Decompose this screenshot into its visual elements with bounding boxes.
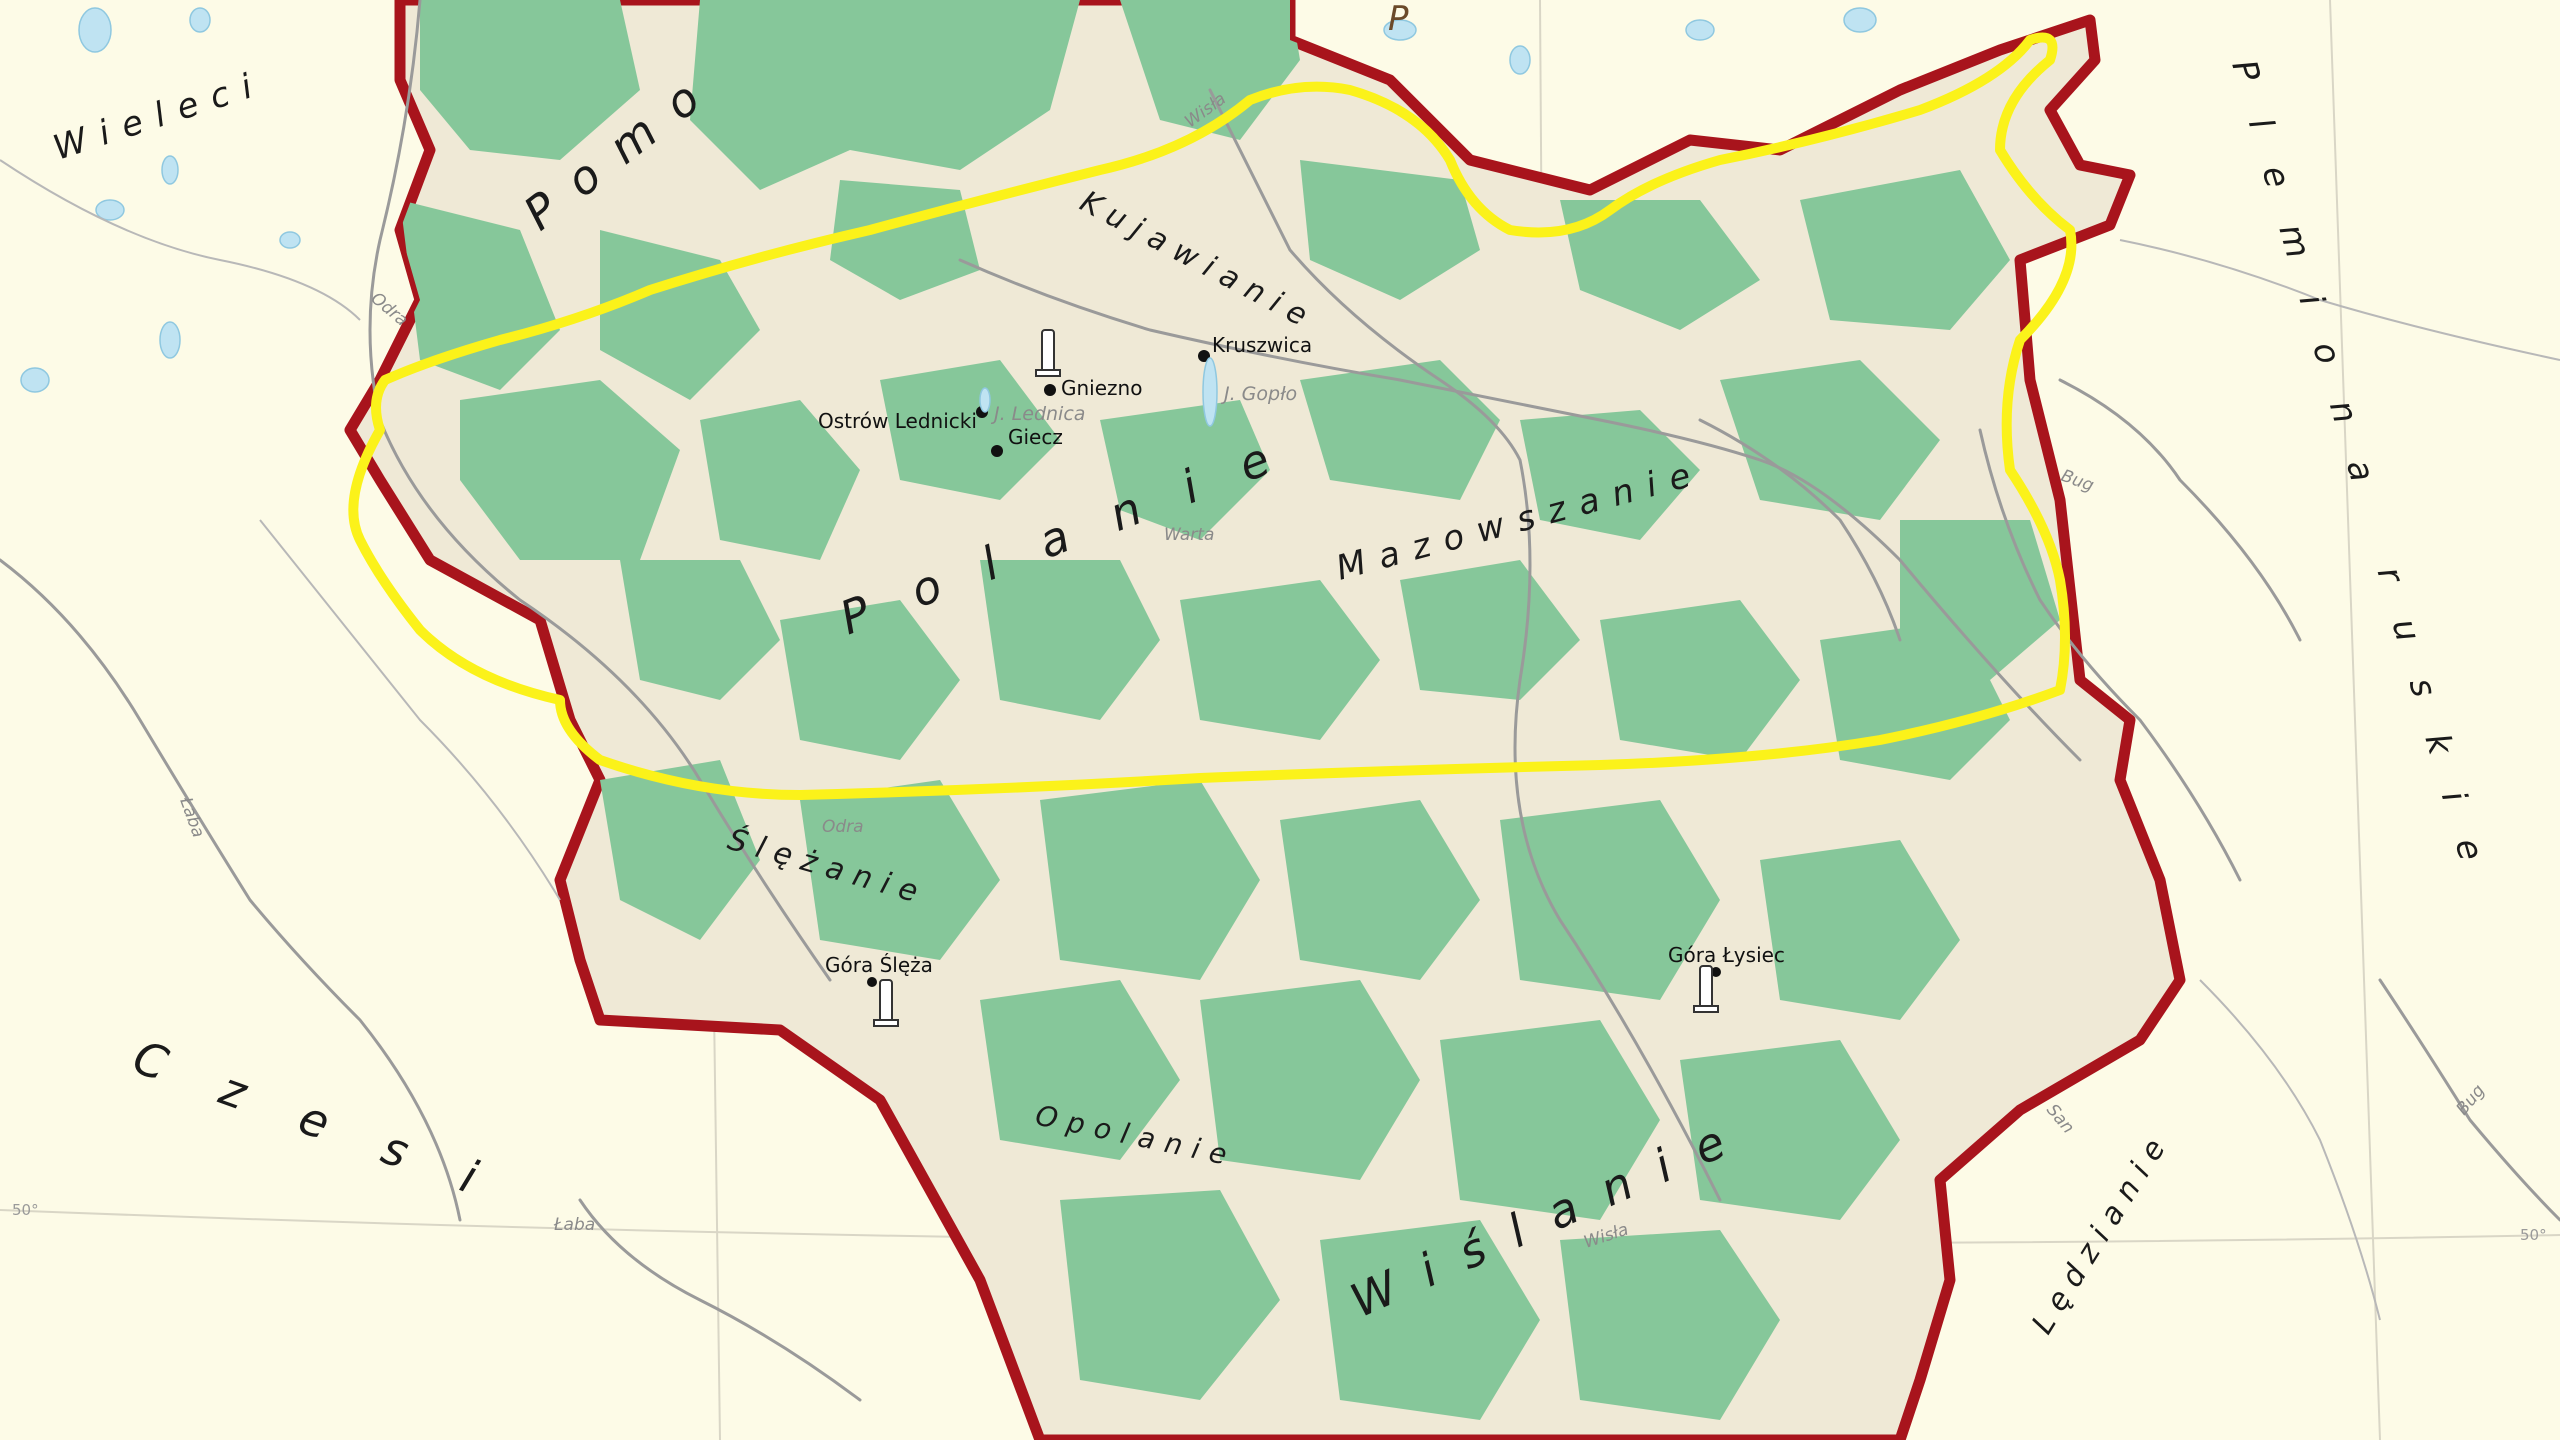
place-label-ostrow-lednicki: Ostrów Lednicki (818, 409, 977, 433)
region-borders (0, 159, 2560, 1321)
place-label-gora-lysiec: Góra Łysiec (1668, 943, 1785, 967)
river-label-warta: Warta (1164, 525, 1214, 545)
marker-gora-lysiec (1711, 967, 1721, 977)
idol-icon (1035, 329, 1061, 377)
place-label-gora-sleza: Góra Ślęża (825, 953, 933, 977)
idol-icon (873, 979, 899, 1027)
river-label-odra: Odra (822, 817, 864, 837)
lake-label-goplo: J. Gopło (1220, 383, 1297, 405)
place-label-gniezno: Gniezno (1061, 376, 1142, 400)
place-label-giecz: Giecz (1008, 425, 1063, 449)
lake-goplo (1202, 357, 1218, 427)
forest-areas (400, 0, 2060, 1420)
marker-gniezno (1044, 384, 1056, 396)
highlight-outline (348, 32, 2077, 800)
latitude-label: 50° (12, 1201, 39, 1219)
latitude-label: 50° (2520, 1226, 2547, 1244)
marker-giecz (991, 445, 1003, 457)
tribe-label-prusowie: P (1388, 0, 1423, 39)
idol-icon (1693, 965, 1719, 1013)
river-label-laba: Łaba (553, 1215, 595, 1235)
marker-gora-sleza (867, 977, 877, 987)
place-label-kruszwica: Kruszwica (1212, 333, 1312, 357)
lake-lednica (979, 387, 991, 413)
lake-label-lednica: J. Lednica (990, 403, 1085, 425)
rivers (0, 0, 2560, 1402)
city-markers (867, 350, 1721, 987)
marker-kruszwica (1198, 350, 1210, 362)
